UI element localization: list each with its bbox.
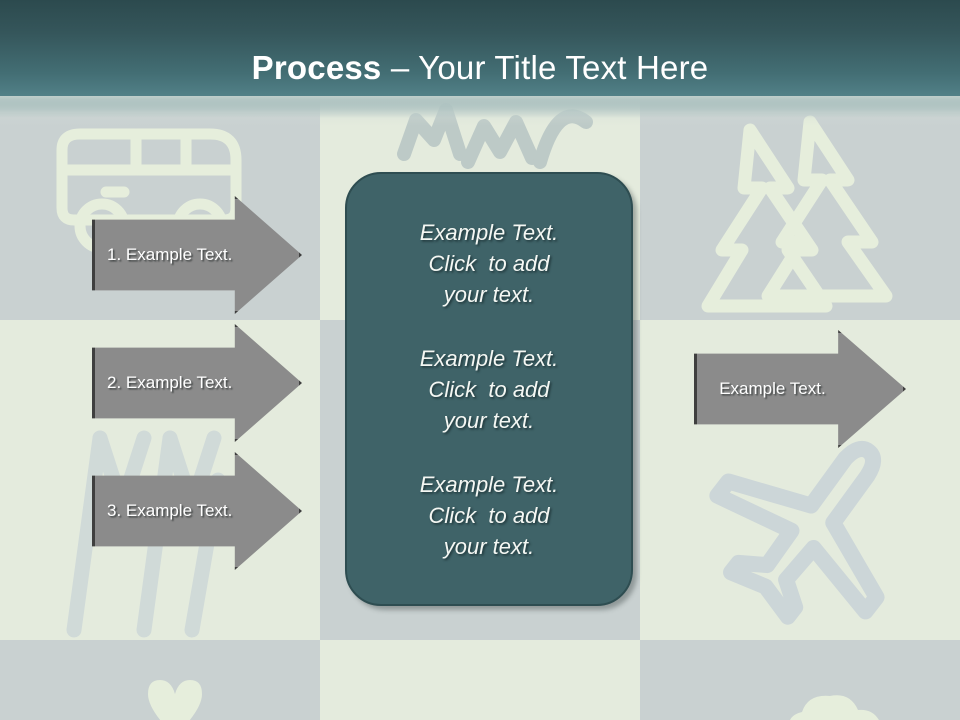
page-title-light: – Your Title Text Here xyxy=(381,49,709,86)
center-content-panel[interactable]: Example Text. Click to add your text. Ex… xyxy=(345,172,633,606)
process-arrow-2[interactable]: 2. Example Text. xyxy=(92,324,302,442)
process-arrow-1[interactable]: 1. Example Text. xyxy=(92,196,302,314)
page-title: Process – Your Title Text Here xyxy=(0,48,960,88)
process-arrow-3-label: 3. Example Text. xyxy=(107,501,233,520)
panel-text-block-2: Example Text. Click to add your text. xyxy=(419,345,559,433)
panel-text-block-3: Example Text. Click to add your text. xyxy=(419,471,559,559)
bg-tile xyxy=(640,640,960,720)
panel-text-block-1: Example Text. Click to add your text. xyxy=(419,219,559,307)
bg-tile xyxy=(320,640,640,720)
process-arrow-2-label: 2. Example Text. xyxy=(107,373,233,392)
bg-tile xyxy=(0,640,320,720)
result-arrow[interactable]: Example Text. xyxy=(694,330,906,448)
page-title-strong: Process xyxy=(251,49,382,86)
process-arrow-1-label: 1. Example Text. xyxy=(107,245,233,264)
process-arrow-3[interactable]: 3. Example Text. xyxy=(92,452,302,570)
result-arrow-label: Example Text. xyxy=(719,379,826,398)
